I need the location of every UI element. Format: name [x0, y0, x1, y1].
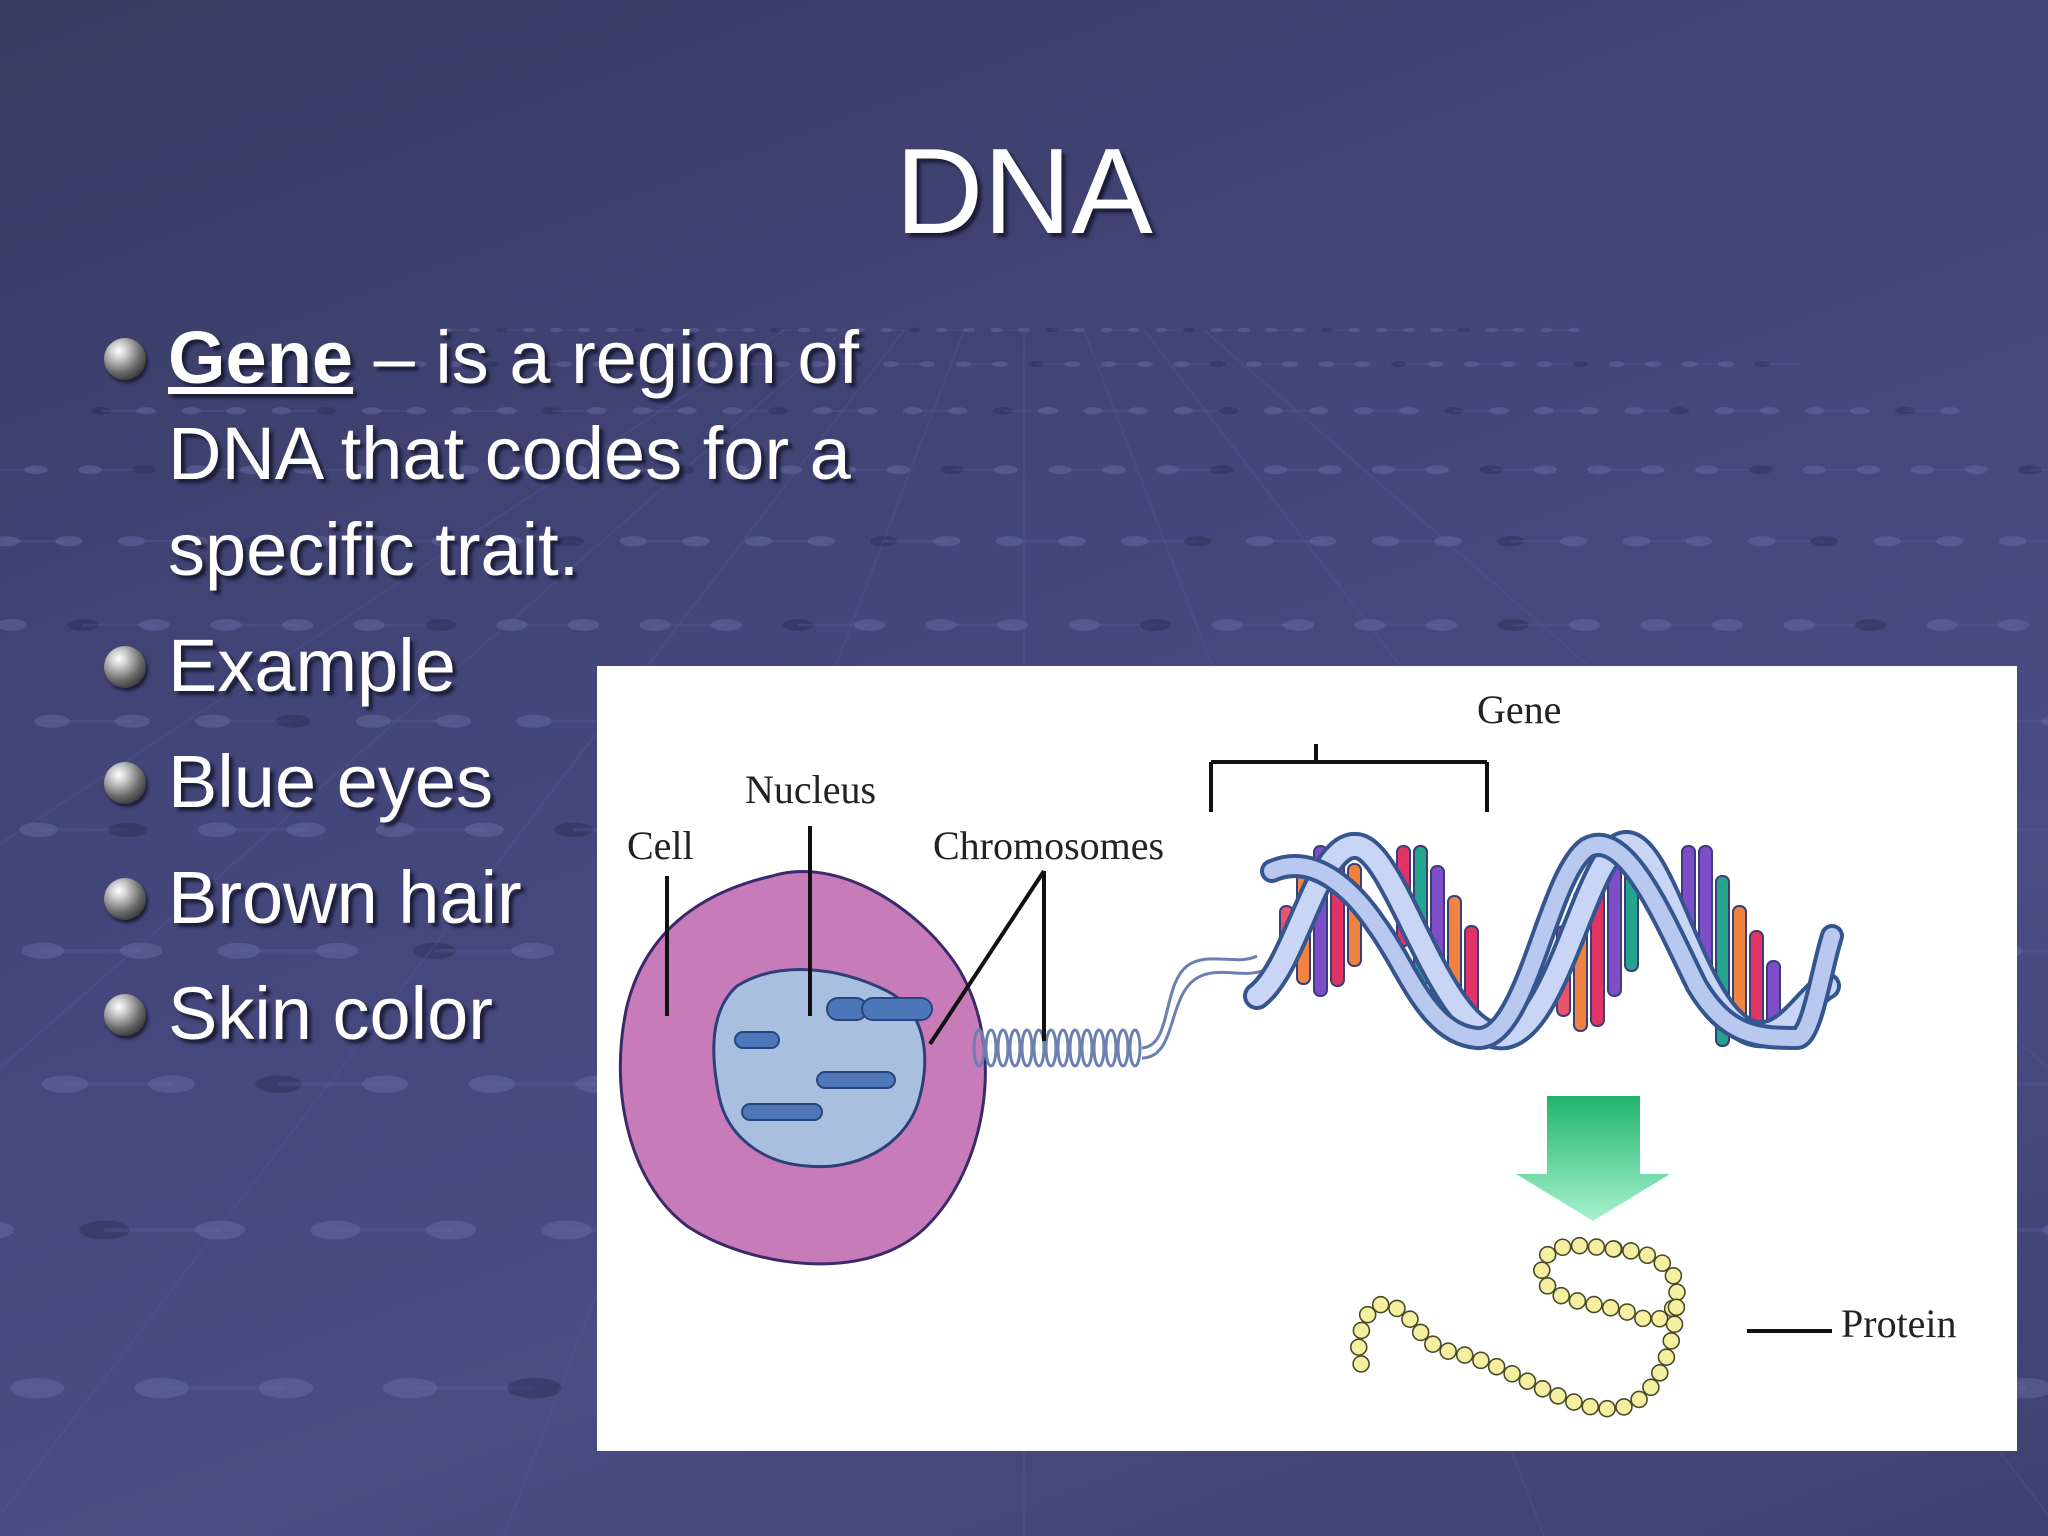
bullet-skin-color-text: Skin color	[168, 972, 493, 1055]
protein-bead	[1615, 1398, 1633, 1416]
protein-bead	[1371, 1295, 1390, 1314]
protein-bead	[1439, 1342, 1457, 1361]
protein-bead	[1503, 1364, 1521, 1383]
protein-bead	[1472, 1351, 1490, 1370]
protein-bead	[1552, 1286, 1571, 1305]
protein-bead	[1570, 1236, 1589, 1255]
protein-bead	[1604, 1240, 1623, 1258]
chromosome	[734, 1031, 780, 1049]
bullet-gene-definition: Gene – is a region of DNA that codes for…	[100, 310, 980, 598]
bullet-skin-color: Skin color	[100, 966, 980, 1062]
protein-bead	[1424, 1335, 1442, 1354]
bullet-example: Example	[100, 618, 980, 714]
chromosome	[816, 1071, 896, 1089]
protein-chain	[1349, 1236, 1686, 1418]
protein-bead	[1518, 1372, 1537, 1391]
dna-diagram-art	[618, 744, 1844, 1418]
protein-bead	[1662, 1332, 1681, 1350]
gene-label: Gene	[1477, 687, 1562, 732]
bullet-sphere-icon	[104, 762, 146, 804]
protein-bead	[1653, 1254, 1672, 1272]
protein-bead	[1665, 1315, 1684, 1334]
gene-definition-text: – is a region of DNA that codes for a sp…	[168, 316, 860, 591]
protein-bead	[1388, 1299, 1406, 1318]
nucleus-label: Nucleus	[745, 767, 877, 812]
protein-bead	[1667, 1298, 1686, 1317]
protein-bead	[1401, 1310, 1419, 1329]
cell-label: Cell	[627, 823, 694, 868]
protein-bead	[1601, 1299, 1620, 1317]
protein-bead	[1568, 1292, 1587, 1310]
protein-bead	[1358, 1305, 1377, 1324]
protein-bead	[1549, 1387, 1567, 1405]
chromatin-coil	[972, 954, 1263, 1068]
protein-bead	[1598, 1399, 1616, 1418]
chromosome	[741, 1103, 823, 1121]
bullet-example-text: Example	[168, 624, 456, 707]
protein-bead	[1638, 1246, 1657, 1265]
protein-bead	[1349, 1338, 1368, 1357]
down-arrow-icon	[1516, 1096, 1670, 1221]
protein-bead	[1657, 1348, 1676, 1367]
dna-double-helix	[1243, 830, 1844, 1051]
protein-bead	[1538, 1277, 1557, 1295]
bullet-sphere-icon	[104, 338, 146, 380]
protein-bead	[1618, 1303, 1636, 1321]
protein-bead	[1532, 1261, 1551, 1280]
protein-bead	[1668, 1283, 1686, 1302]
protein-bead	[1411, 1323, 1430, 1342]
protein-bead	[1565, 1393, 1583, 1411]
dna-diagram-figure: Cell Nucleus Chromosomes Gene Protein	[597, 666, 2017, 1451]
bullet-blue-eyes: Blue eyes	[100, 734, 980, 830]
bullet-blue-eyes-text: Blue eyes	[168, 740, 493, 823]
protein-bead	[1487, 1357, 1506, 1376]
protein-bead	[1634, 1309, 1652, 1328]
protein-bead	[1642, 1378, 1660, 1397]
bullet-sphere-icon	[104, 646, 146, 688]
protein-label: Protein	[1841, 1301, 1957, 1346]
bullet-sphere-icon	[104, 878, 146, 920]
label-leader-lines	[665, 826, 1832, 1333]
protein-bead	[1533, 1379, 1552, 1398]
bullet-brown-hair: Brown hair	[100, 850, 980, 946]
gene-bracket	[1209, 744, 1489, 812]
protein-bead	[1585, 1295, 1603, 1314]
chromosomes-label: Chromosomes	[933, 823, 1165, 868]
protein-bead	[1587, 1238, 1606, 1256]
bullet-list: Gene – is a region of DNA that codes for…	[100, 310, 980, 1062]
protein-bead	[1622, 1242, 1640, 1260]
protein-bead	[1553, 1238, 1572, 1257]
bullet-brown-hair-text: Brown hair	[168, 856, 522, 939]
gene-term: Gene	[168, 316, 354, 399]
bullet-sphere-icon	[104, 994, 146, 1036]
slide-title: DNA	[895, 123, 1153, 259]
protein-bead	[1352, 1355, 1370, 1373]
protein-bead	[1664, 1267, 1683, 1285]
protein-bead	[1538, 1245, 1557, 1264]
protein-bead	[1630, 1390, 1648, 1409]
chromosome	[861, 997, 933, 1021]
protein-bead	[1650, 1309, 1669, 1328]
protein-bead	[1352, 1321, 1371, 1340]
protein-bead	[1581, 1397, 1600, 1416]
protein-bead	[1650, 1364, 1669, 1382]
protein-bead	[1455, 1346, 1474, 1364]
